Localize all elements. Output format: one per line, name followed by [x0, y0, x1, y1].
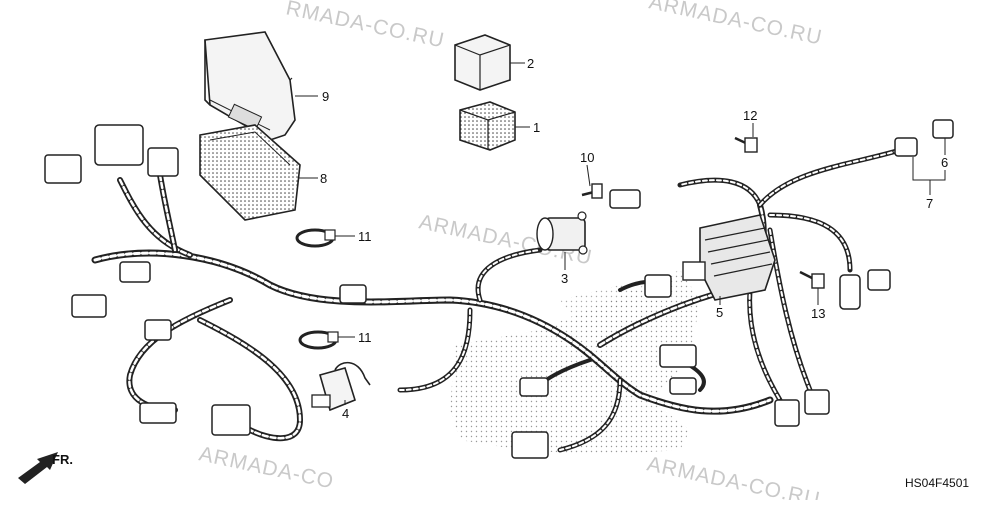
- callout-13: 13: [811, 306, 825, 321]
- bolt-13: [799, 270, 825, 289]
- bolt-10: [581, 183, 603, 199]
- connector-small-left: [144, 319, 172, 341]
- regulator-5: [682, 214, 776, 301]
- control-unit-9: [204, 31, 296, 141]
- front-label: FR.: [52, 452, 73, 467]
- callout-11-upper: 11: [358, 229, 372, 244]
- figure-code: HS04F4501: [905, 476, 969, 490]
- watermark-top: RMADA-CO.RU: [284, 0, 447, 52]
- watermark-top-right: ARMADA-CO.RU: [647, 0, 824, 50]
- watermark-bottom-left: ARMADA-CO: [197, 442, 336, 493]
- callout-4: 4: [342, 406, 349, 421]
- bolt-12: [734, 136, 758, 153]
- callout-2: 2: [527, 56, 534, 71]
- leader-lines: [295, 62, 946, 405]
- connector-right-bottom-2: [804, 389, 830, 415]
- connector-left-mid: [119, 261, 151, 283]
- spark-plug-cap-4: [311, 361, 371, 412]
- connector-bottom-mid: [211, 404, 251, 436]
- connector-upper-center: [147, 147, 179, 177]
- unit-holder-8: [199, 124, 301, 221]
- callout-7: 7: [926, 196, 933, 211]
- callout-10: 10: [580, 150, 594, 165]
- connector-right-upper: [867, 269, 891, 291]
- connector-regulator-side: [644, 274, 672, 298]
- callout-12: 12: [743, 108, 757, 123]
- connector-6-plug: [894, 137, 918, 157]
- connector-right-bottom: [774, 399, 800, 427]
- callout-8: 8: [320, 171, 327, 186]
- connector-bottom-left: [139, 402, 177, 424]
- connector-top-center: [609, 189, 641, 209]
- callout-labels: 9 8 2 1 10 3 4 5 12 13 11 11 6 7: [320, 56, 948, 421]
- connectors: [44, 119, 954, 459]
- callout-6: 6: [941, 155, 948, 170]
- front-arrow: FR.: [18, 452, 73, 484]
- connector-center-small: [339, 284, 367, 304]
- connector-6-socket: [932, 119, 954, 139]
- connector-middle-lower: [519, 377, 549, 397]
- callout-9: 9: [322, 89, 329, 104]
- relay-2: [454, 34, 511, 91]
- callout-5: 5: [716, 305, 723, 320]
- harness-band-11-lower: [298, 330, 339, 350]
- main-harness: [91, 147, 903, 453]
- connector-right-small: [669, 377, 697, 395]
- connector-left-upper: [44, 154, 82, 184]
- connector-right-mid: [659, 344, 697, 368]
- callout-1: 1: [533, 120, 540, 135]
- front-arrow-icon: [18, 452, 58, 484]
- connector-multi-pin: [94, 124, 144, 166]
- harness-band-11-upper: [295, 228, 336, 248]
- connector-right-vertical: [839, 274, 861, 310]
- callout-3: 3: [561, 271, 568, 286]
- watermark-bottom-right: ARMADA-CO.RU: [645, 452, 822, 500]
- connector-left-lower: [71, 294, 107, 318]
- starter-relay-3: [536, 211, 588, 255]
- relay-socket-1: [459, 101, 516, 151]
- callout-11-lower: 11: [358, 330, 372, 345]
- connector-bottom-center: [511, 431, 549, 459]
